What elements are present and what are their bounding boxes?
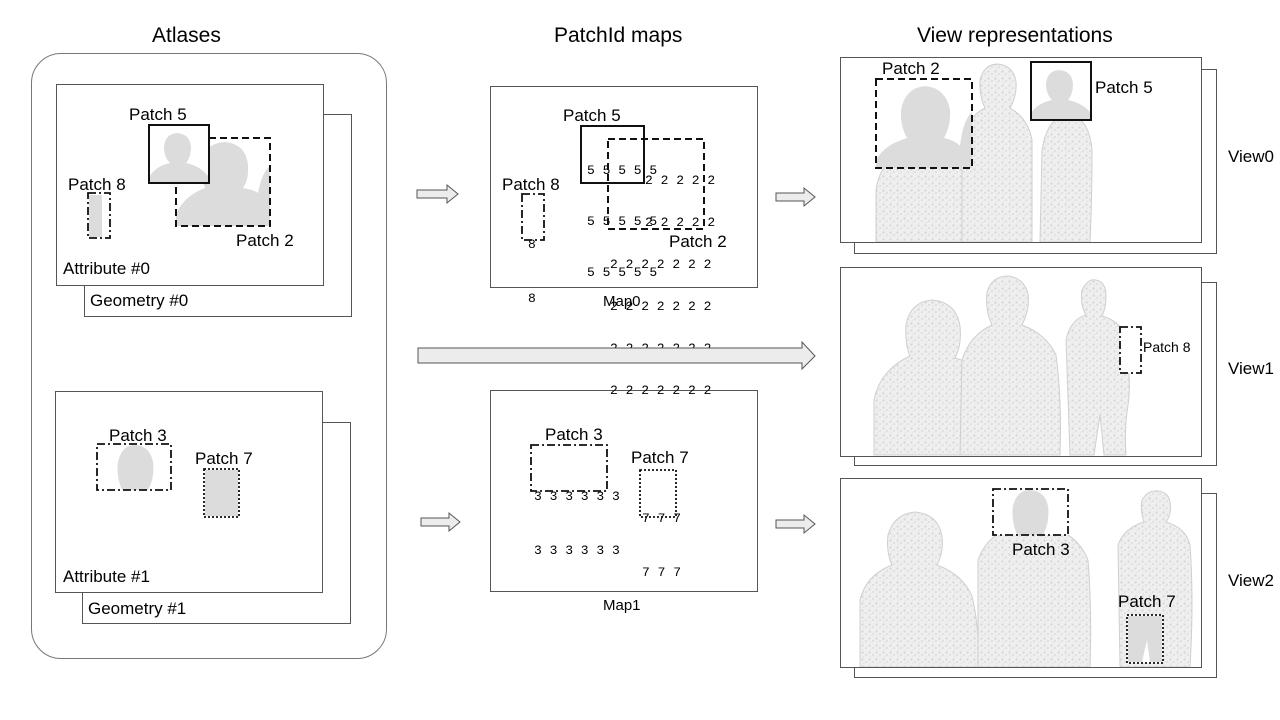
view0-patch2-label: Patch 2 (882, 59, 940, 78)
grid8-row: 8 (528, 237, 536, 252)
grid2-row: 2 2 2 2 2 2 2 (610, 383, 712, 398)
view0-patch2-silhouette (876, 86, 972, 168)
view2-patch3-silhouette (1012, 490, 1049, 535)
view0-patch5-label: Patch 5 (1095, 78, 1153, 97)
atlas1-patch3-outline (96, 443, 172, 491)
map1-patch3-label: Patch 3 (545, 425, 603, 444)
atlas0-patch8-outline (87, 192, 111, 239)
map1-patch7-label: Patch 7 (631, 448, 689, 467)
view1-person-middle (959, 275, 1061, 456)
attribute-0-label: Attribute #0 (63, 259, 150, 278)
view1-scene (873, 275, 1142, 456)
view2-scene (859, 488, 1193, 667)
geometry-1-label: Geometry #1 (88, 599, 187, 618)
geometry-0-label: Geometry #0 (90, 291, 189, 310)
view2-person-left (859, 511, 979, 667)
atlases-container (31, 53, 387, 659)
atlas-patch3-label: Patch 3 (109, 426, 167, 445)
attribute-1-label: Attribute #1 (63, 567, 150, 586)
heading-patchid-maps: PatchId maps (554, 24, 683, 47)
view2-person-middle (977, 529, 1092, 667)
map0-frame (490, 86, 758, 288)
grid2-row: 2 2 2 2 2 2 2 (610, 299, 712, 314)
attribute-0-frame (56, 84, 324, 286)
grid7-row: 7 7 7 (642, 565, 682, 580)
arrow-map0-to-view0 (775, 186, 816, 208)
map0-patch8-outline (521, 193, 545, 241)
view2-patch3-label: Patch 3 (1012, 540, 1070, 559)
grid3-row: 3 3 3 3 3 3 (534, 489, 620, 504)
view0-scene (875, 61, 1093, 242)
map1-patch3-outline (530, 444, 608, 492)
map0-patch5-bg (581, 126, 644, 183)
map0-patch2-label: Patch 2 (669, 232, 727, 251)
view1-person-right (1065, 279, 1130, 456)
view2-patch7-label: Patch 7 (1118, 592, 1176, 611)
atlas1-patch3-silhouette (117, 445, 154, 490)
map0-patch8-grid: 8 8 (528, 200, 544, 326)
view0-patch5-outline (1030, 61, 1092, 121)
map1-patch7-grid: 7 7 7 7 7 7 (642, 474, 681, 600)
map0-patch5-outline (580, 125, 645, 184)
heading-atlases: Atlases (152, 24, 221, 47)
view2-label: View2 (1228, 571, 1274, 590)
view2-patch7-outline (1126, 614, 1164, 664)
view1-label: View1 (1228, 359, 1274, 378)
grid2-row: 2 2 2 2 2 (645, 173, 716, 188)
view1-patch8-outline (1119, 326, 1142, 374)
atlas0-patch8-fill (89, 195, 102, 237)
map1-caption: Map1 (603, 597, 641, 614)
map0-patch2-outline (607, 138, 705, 230)
view2-patch3-outline (992, 488, 1069, 536)
map0-patch8-label: Patch 8 (502, 175, 560, 194)
atlas-patch8-label: Patch 8 (68, 175, 126, 194)
atlas0-patch5-outline (148, 124, 210, 184)
atlas-patch7-label: Patch 7 (195, 449, 253, 468)
atlas1-patch7-outline (203, 468, 240, 518)
view0-person-middle (961, 63, 1033, 242)
arrow-atlas-to-view1 (417, 340, 816, 371)
grid3-row: 3 3 3 3 3 3 (534, 543, 620, 558)
view1-patch8-label: Patch 8 (1143, 339, 1191, 355)
grid8-row: 8 (528, 291, 536, 306)
view1-patch8-bg (1120, 327, 1141, 373)
grid5-row: 5 5 5 5 5 (587, 163, 658, 178)
view0-patch2-outline (875, 78, 973, 169)
atlas1-patch7-fill (205, 470, 238, 516)
heading-view-representations: View representations (917, 24, 1113, 47)
view2-patch7-silhouette (1128, 616, 1162, 662)
atlas-patch5-label: Patch 5 (129, 105, 187, 124)
view0-label: View0 (1228, 147, 1274, 166)
arrows (416, 183, 816, 535)
grid2-row: 2 2 2 2 2 2 2 (610, 257, 712, 272)
map1-patch3-grid: 3 3 3 3 3 3 3 3 3 3 3 3 (534, 452, 620, 578)
grid5-row: 5 5 5 5 5 (587, 214, 658, 229)
arrow-atlas1-to-map1 (420, 511, 461, 533)
map0-patch5-grid: 5 5 5 5 5 5 5 5 5 5 5 5 5 5 5 (587, 128, 657, 298)
map0-patch5-label: Patch 5 (563, 106, 621, 125)
view0-patch5-silhouette (1032, 70, 1090, 119)
grid2-row: 2 2 2 2 2 (645, 215, 716, 230)
grid7-row: 7 7 7 (642, 511, 682, 526)
arrow-map1-to-view2 (775, 513, 816, 535)
grid5-row: 5 5 5 5 5 (587, 265, 658, 280)
arrow-atlas0-to-map0 (416, 183, 459, 205)
atlas0-patch5-silhouette (150, 133, 208, 182)
atlas-patch2-label: Patch 2 (236, 231, 294, 250)
map1-patch7-outline (639, 469, 677, 518)
attribute-1-frame (55, 391, 323, 593)
map0-caption: Map0 (603, 293, 641, 310)
atlas0-patch2-silhouette (176, 142, 270, 226)
